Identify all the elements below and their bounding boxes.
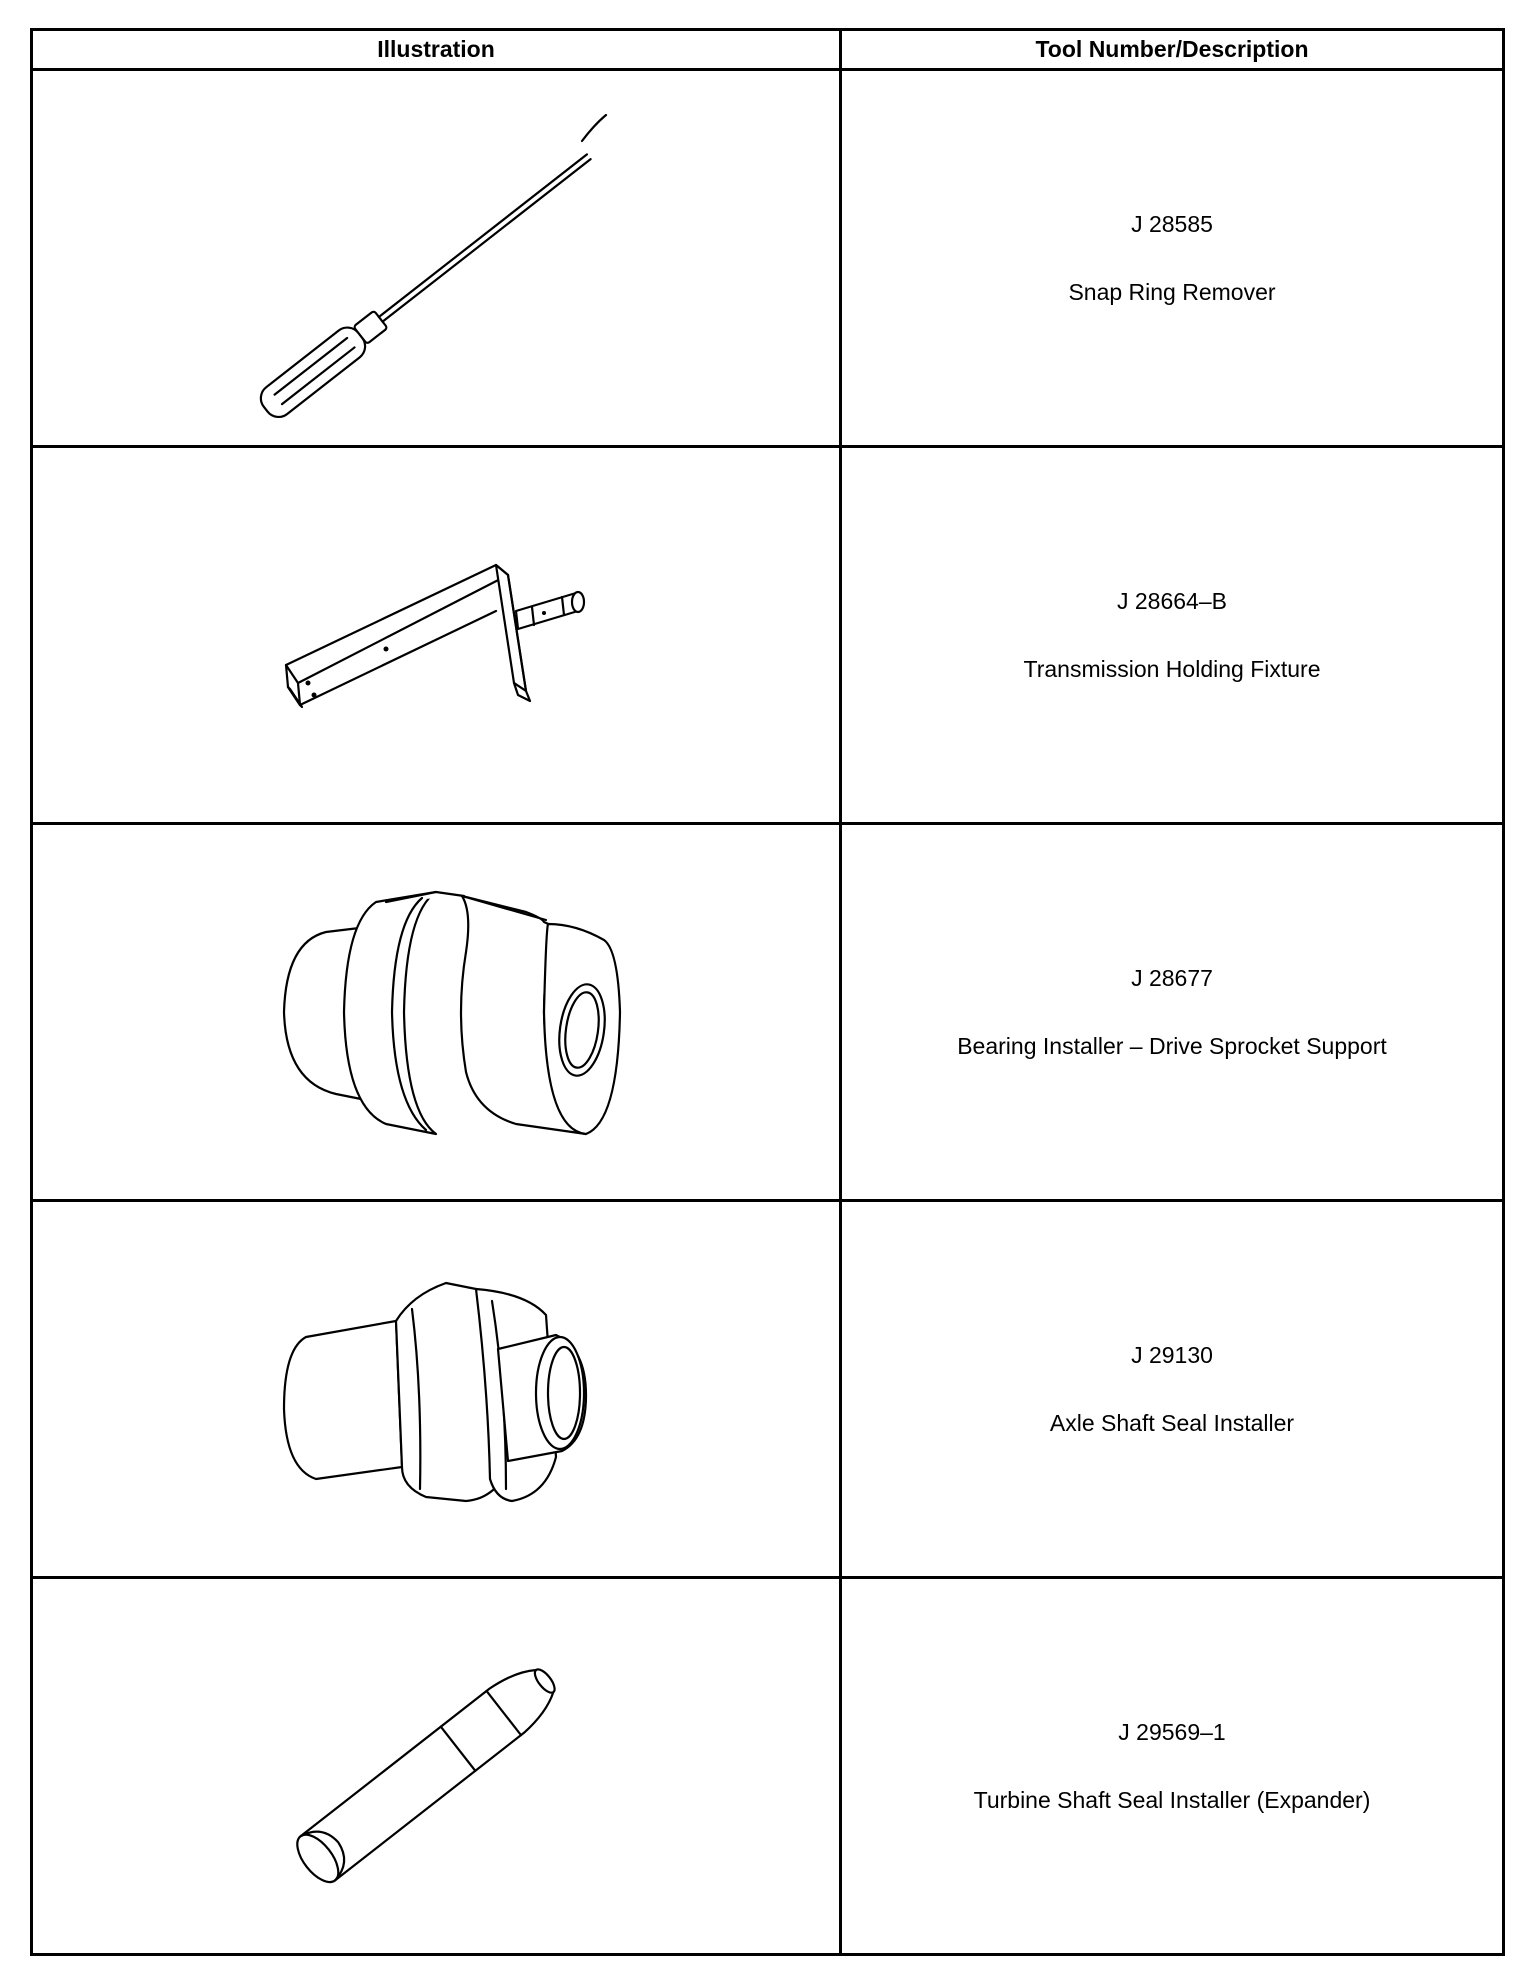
tool-number: J 29130 [1131,1342,1213,1368]
header-illustration: Illustration [30,28,842,71]
table-row: J 29130 Axle Shaft Seal Installer [30,1199,1505,1579]
tool-description: Turbine Shaft Seal Installer (Expander) [973,1787,1371,1813]
tool-description: Snap Ring Remover [1068,279,1276,305]
illustration-cell [30,822,842,1202]
table-row: J 28664–B Transmission Holding Fixture [30,445,1505,825]
tool-number: J 29569–1 [1118,1719,1226,1745]
tool-number: J 28585 [1131,211,1213,237]
bearing-installer-icon [282,890,622,1136]
tool-description: Axle Shaft Seal Installer [1049,1410,1295,1436]
holding-fixture-icon [284,563,586,709]
table-row: J 28585 Snap Ring Remover [30,68,1505,448]
tool-number: J 28664–B [1117,588,1227,614]
tool-description: Transmission Holding Fixture [1023,656,1321,682]
table-row: J 29569–1 Turbine Shaft Seal Installer (… [30,1576,1505,1956]
tool-cell: J 28677 Bearing Installer – Drive Sprock… [839,822,1505,1202]
tool-cell: J 29130 Axle Shaft Seal Installer [839,1199,1505,1579]
header-row: Illustration Tool Number/Description [30,28,1505,71]
illustration-cell [30,68,842,448]
tool-table: Illustration Tool Number/Description [30,28,1505,1956]
illustration-cell [30,445,842,825]
illustration-cell [30,1199,842,1579]
illustration-cell [30,1576,842,1956]
header-tool: Tool Number/Description [839,28,1505,71]
tool-cell: J 28664–B Transmission Holding Fixture [839,445,1505,825]
tool-cell: J 29569–1 Turbine Shaft Seal Installer (… [839,1576,1505,1956]
tool-description: Bearing Installer – Drive Sprocket Suppo… [957,1033,1387,1059]
seal-installer-icon [282,1281,588,1503]
seal-expander-icon [296,1668,556,1884]
table-row: J 28677 Bearing Installer – Drive Sprock… [30,822,1505,1202]
tool-cell: J 28585 Snap Ring Remover [839,68,1505,448]
tool-number: J 28677 [1131,965,1213,991]
snap-ring-remover-icon [259,113,608,419]
